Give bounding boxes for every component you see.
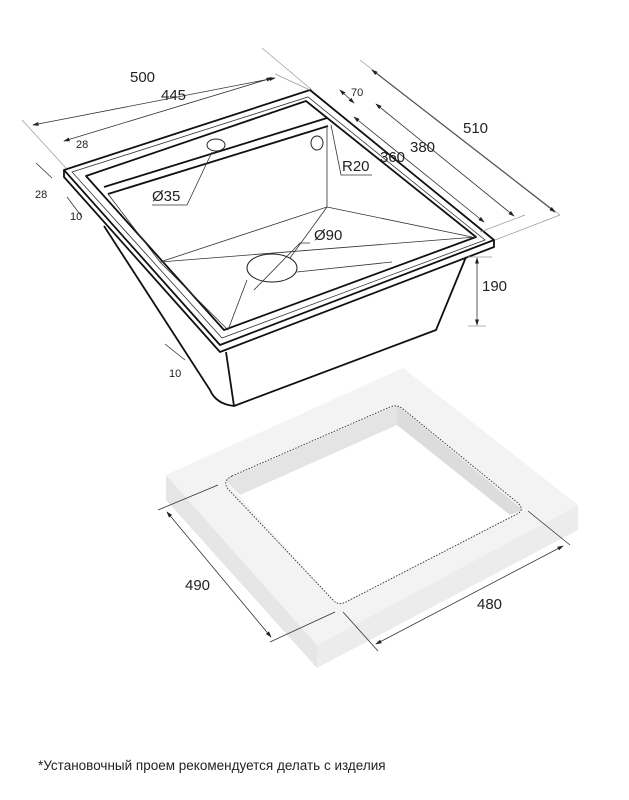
cutout-depth-label: 490 (185, 577, 210, 594)
cutout-width-label: 480 (477, 596, 502, 613)
dim-corner-radius: R20 (342, 158, 370, 175)
overflow-hole (310, 135, 324, 151)
dim-bowl-width: 445 (161, 87, 186, 104)
drain-hole (246, 253, 298, 283)
dim-bowl-depth-outer: 380 (410, 139, 435, 156)
dim-rear-deck: 70 (351, 87, 363, 99)
dim-edge-left: 10 (70, 211, 82, 223)
dim-edge-front: 10 (169, 368, 181, 380)
dim-overall-depth: 510 (463, 120, 488, 137)
dim-drain: Ø90 (314, 227, 342, 244)
footnote: *Установочный проем рекомендуется делать… (38, 758, 386, 773)
dim-rim-side: 28 (35, 189, 47, 201)
cutout-outline (225, 405, 522, 605)
dim-height: 190 (482, 278, 507, 295)
dim-overall-width: 500 (130, 69, 155, 86)
sink (63, 89, 495, 407)
countertop (166, 368, 578, 668)
dim-tap-hole: Ø35 (152, 188, 180, 205)
dim-bowl-depth-inner: 360 (380, 149, 405, 166)
tap-hole (206, 138, 226, 152)
dim-rim-front: 28 (76, 139, 88, 151)
sink-dimensions: 500 445 28 28 10 10 70 510 380 360 R20 Ø… (21, 47, 561, 380)
cutout-dimensions: 490 480 (157, 484, 571, 652)
